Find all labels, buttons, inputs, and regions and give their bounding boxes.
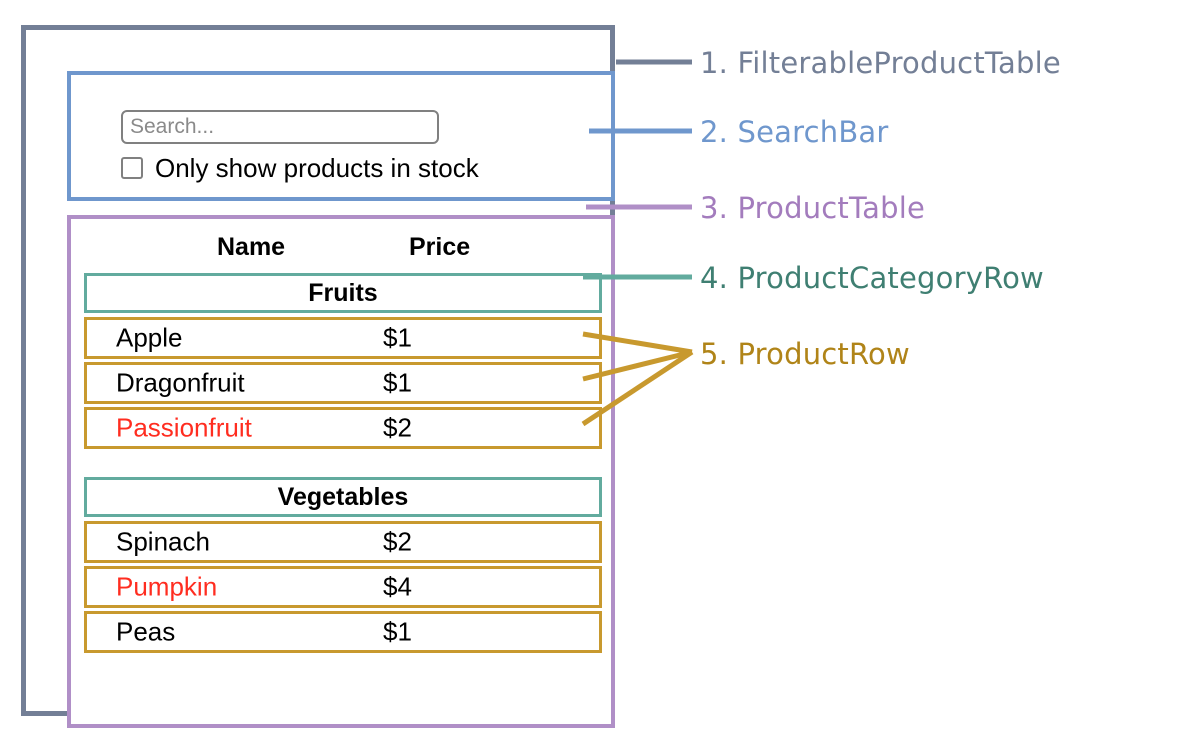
- product-name: Passionfruit: [116, 412, 252, 443]
- product-row[interactable]: Spinach $2: [84, 521, 602, 563]
- filterable-product-table-frame: Only show products in stock Name Price F…: [21, 25, 615, 728]
- annotation-label-product-category-row: 4. ProductCategoryRow: [700, 261, 1044, 295]
- product-name: Apple: [116, 322, 183, 353]
- column-header-price: Price: [409, 232, 471, 261]
- annotation-label-product-row: 5. ProductRow: [700, 337, 910, 371]
- only-in-stock-checkbox[interactable]: [121, 157, 143, 179]
- in-stock-filter-row[interactable]: Only show products in stock: [121, 155, 479, 181]
- category-label: Vegetables: [277, 482, 409, 511]
- product-row[interactable]: Peas $1: [84, 611, 602, 653]
- search-input[interactable]: [121, 110, 439, 144]
- product-table-rows: Fruits Apple $1 Dragonfruit $1 Passionfr…: [84, 273, 602, 656]
- product-row[interactable]: Passionfruit $2: [84, 407, 602, 449]
- product-category-row: Vegetables: [84, 477, 602, 517]
- only-in-stock-label: Only show products in stock: [155, 153, 479, 183]
- column-header-name: Name: [217, 232, 286, 261]
- product-row[interactable]: Pumpkin $4: [84, 566, 602, 608]
- product-price: $2: [383, 412, 412, 443]
- annotation-label-product-table: 3. ProductTable: [700, 191, 925, 225]
- product-name: Peas: [116, 616, 176, 647]
- product-price: $4: [383, 571, 412, 602]
- product-price: $1: [383, 367, 412, 398]
- product-name: Dragonfruit: [116, 367, 245, 398]
- product-table-header: Name Price: [71, 227, 611, 267]
- product-name: Pumpkin: [116, 571, 218, 602]
- product-price: $1: [383, 322, 412, 353]
- annotation-label-search-bar: 2. SearchBar: [700, 115, 889, 149]
- product-name: Spinach: [116, 526, 210, 557]
- product-price: $2: [383, 526, 412, 557]
- group-spacer: [84, 452, 602, 477]
- product-table-frame: Name Price Fruits Apple $1 Dragonfruit $…: [67, 215, 615, 728]
- product-row[interactable]: Dragonfruit $1: [84, 362, 602, 404]
- search-bar-frame: Only show products in stock: [67, 71, 615, 201]
- product-price: $1: [383, 616, 412, 647]
- product-row[interactable]: Apple $1: [84, 317, 602, 359]
- category-label: Fruits: [308, 278, 378, 307]
- annotation-label-filterable-product-table: 1. FilterableProductTable: [700, 46, 1061, 80]
- product-category-row: Fruits: [84, 273, 602, 313]
